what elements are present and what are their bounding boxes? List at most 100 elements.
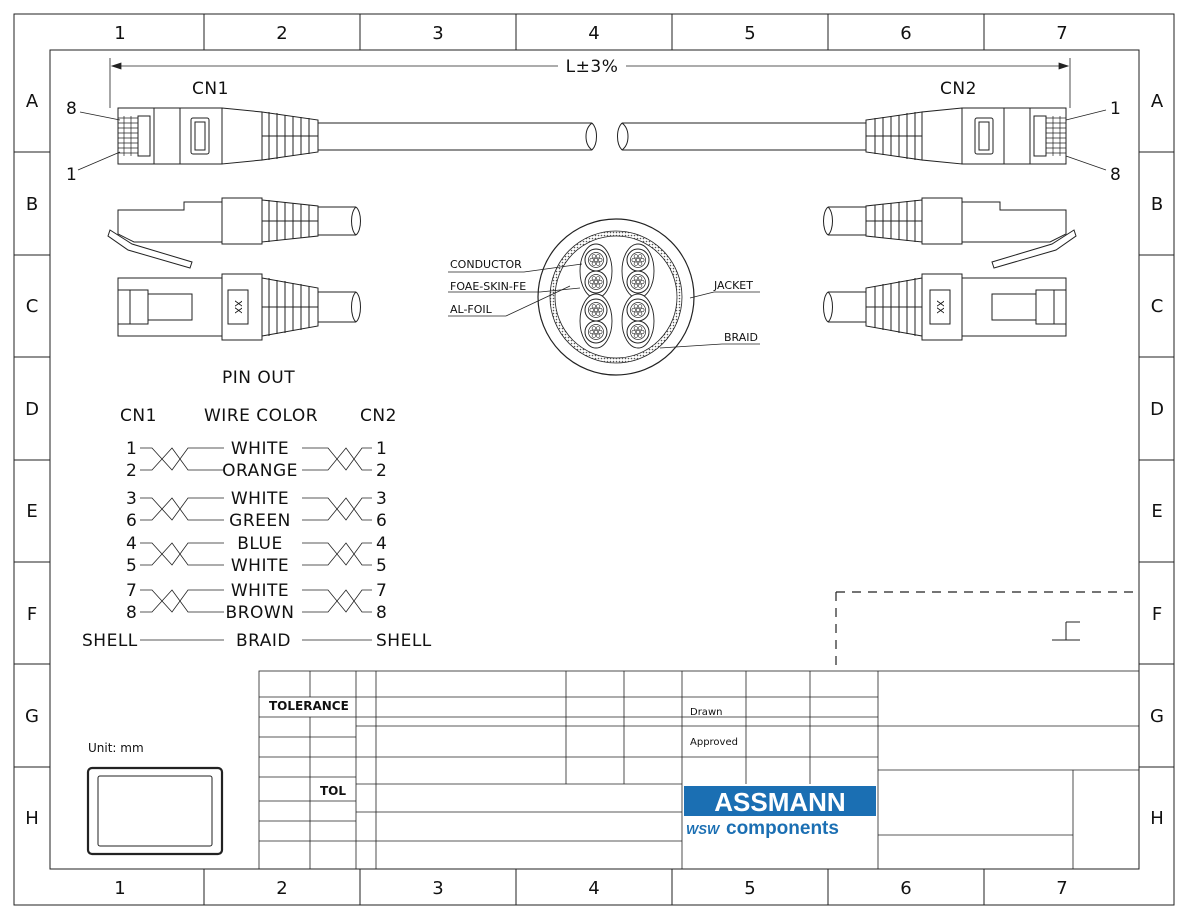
title-block <box>258 670 1140 870</box>
wire-crossing <box>140 589 372 613</box>
cn2-pin: 2 <box>376 461 387 481</box>
revision-area <box>835 591 1139 670</box>
cn1-pin-leaders <box>77 111 121 171</box>
col-label: 7 <box>1056 878 1067 899</box>
cn2-pin: 1 <box>376 439 387 459</box>
cn1-plug-bottom <box>117 273 361 341</box>
cn2-pin: 8 <box>376 603 387 623</box>
view-symbol <box>86 766 224 856</box>
shell-right-label: SHELL <box>376 631 432 651</box>
boot-ribs <box>262 112 318 160</box>
pinout-header-color: WIRE COLOR <box>204 406 318 426</box>
pinout-title: PIN OUT <box>222 368 295 388</box>
cn1-plug-top <box>117 107 319 165</box>
cn2-pin: 5 <box>376 556 387 576</box>
shell-left-label: SHELL <box>82 631 138 651</box>
row-label: C <box>1151 296 1164 317</box>
jacket-label: JACKET <box>713 279 753 292</box>
col-label: 6 <box>900 23 911 44</box>
col-label: 4 <box>588 23 599 44</box>
row-labels-left: A B C D E F G H <box>25 91 39 829</box>
foil-ring <box>554 235 678 359</box>
row-label: F <box>27 604 37 625</box>
revision-mark <box>1052 621 1080 641</box>
drawn-label: Drawn <box>690 707 722 718</box>
cn1-pin: 7 <box>126 581 137 601</box>
wire-crossing <box>140 447 372 471</box>
contacts <box>1046 116 1066 156</box>
cross-section-leaders <box>448 263 760 349</box>
col-label: 2 <box>276 23 287 44</box>
col-label: 6 <box>900 878 911 899</box>
foam-label: FOAE-SKIN-FE <box>450 280 526 293</box>
cn2-pin: 3 <box>376 489 387 509</box>
cn2-plug-mark: XX <box>934 300 945 314</box>
length-dimension <box>109 58 1071 108</box>
twisted-pairs <box>579 243 655 349</box>
cn2-pin-label-top: 1 <box>1110 99 1121 119</box>
conductor-label: CONDUCTOR <box>450 258 522 271</box>
wire-color-bottom: GREEN <box>229 511 291 531</box>
row-label: E <box>1151 501 1162 522</box>
logo-background <box>684 786 876 816</box>
cn2-label: CN2 <box>940 79 977 99</box>
braid-label: BRAID <box>724 331 758 344</box>
row-label: B <box>26 194 38 215</box>
approved-label: Approved <box>690 737 738 748</box>
assmann-logo: ASSMANN WSW components <box>684 786 876 839</box>
row-label: A <box>1151 91 1164 112</box>
cn2-pin: 7 <box>376 581 387 601</box>
row-label: F <box>1152 604 1162 625</box>
pinout-header-cn2: CN2 <box>360 406 397 426</box>
boot-ribs <box>866 112 922 160</box>
col-label: 5 <box>744 878 755 899</box>
cn1-pin: 5 <box>126 556 137 576</box>
conductor <box>584 298 608 322</box>
wire-crossing <box>140 542 372 566</box>
conductor <box>626 270 650 294</box>
conductor <box>626 248 650 272</box>
wire-color-top: BLUE <box>237 534 282 554</box>
row-label: B <box>1151 194 1163 215</box>
cn2-plug-top <box>865 107 1067 165</box>
cn2-pin: 4 <box>376 534 387 554</box>
length-label: L±3% <box>566 57 619 77</box>
cable-cross-section <box>537 218 695 376</box>
conductor <box>584 320 608 344</box>
wire-color-top: WHITE <box>231 439 289 459</box>
unit-label: Unit: mm <box>88 741 144 755</box>
logo-prefix: WSW <box>686 822 721 837</box>
row-label: C <box>26 296 39 317</box>
cn1-label: CN1 <box>192 79 229 99</box>
wire-color-bottom: BROWN <box>226 603 295 623</box>
cable-top <box>318 122 866 151</box>
shell-row: SHELL BRAID SHELL <box>82 631 432 651</box>
row-label: D <box>25 399 39 420</box>
cn1-pin: 3 <box>126 489 137 509</box>
row-label: G <box>1150 706 1164 727</box>
cn2-plug-bottom <box>823 273 1067 341</box>
cn1-pin: 6 <box>126 511 137 531</box>
col-label: 2 <box>276 878 287 899</box>
wire-color-bottom: WHITE <box>231 556 289 576</box>
column-labels-top: 1 2 3 4 5 6 7 <box>114 23 1067 44</box>
col-label: 4 <box>588 878 599 899</box>
wire-color-bottom: ORANGE <box>222 461 298 481</box>
row-label: G <box>25 706 39 727</box>
tolerance-label: TOLERANCE <box>269 699 349 713</box>
row-label: D <box>1150 399 1164 420</box>
col-label: 7 <box>1056 23 1067 44</box>
row-label: H <box>25 808 39 829</box>
row-labels-right: A B C D E F G H <box>1150 91 1164 829</box>
col-label: 5 <box>744 23 755 44</box>
row-label: E <box>26 501 37 522</box>
cn1-pin: 4 <box>126 534 137 554</box>
cn1-pin: 8 <box>126 603 137 623</box>
cn1-pin-label-bottom: 1 <box>66 165 77 185</box>
col-label: 1 <box>114 23 125 44</box>
cn2-pin-leaders <box>1065 109 1107 171</box>
